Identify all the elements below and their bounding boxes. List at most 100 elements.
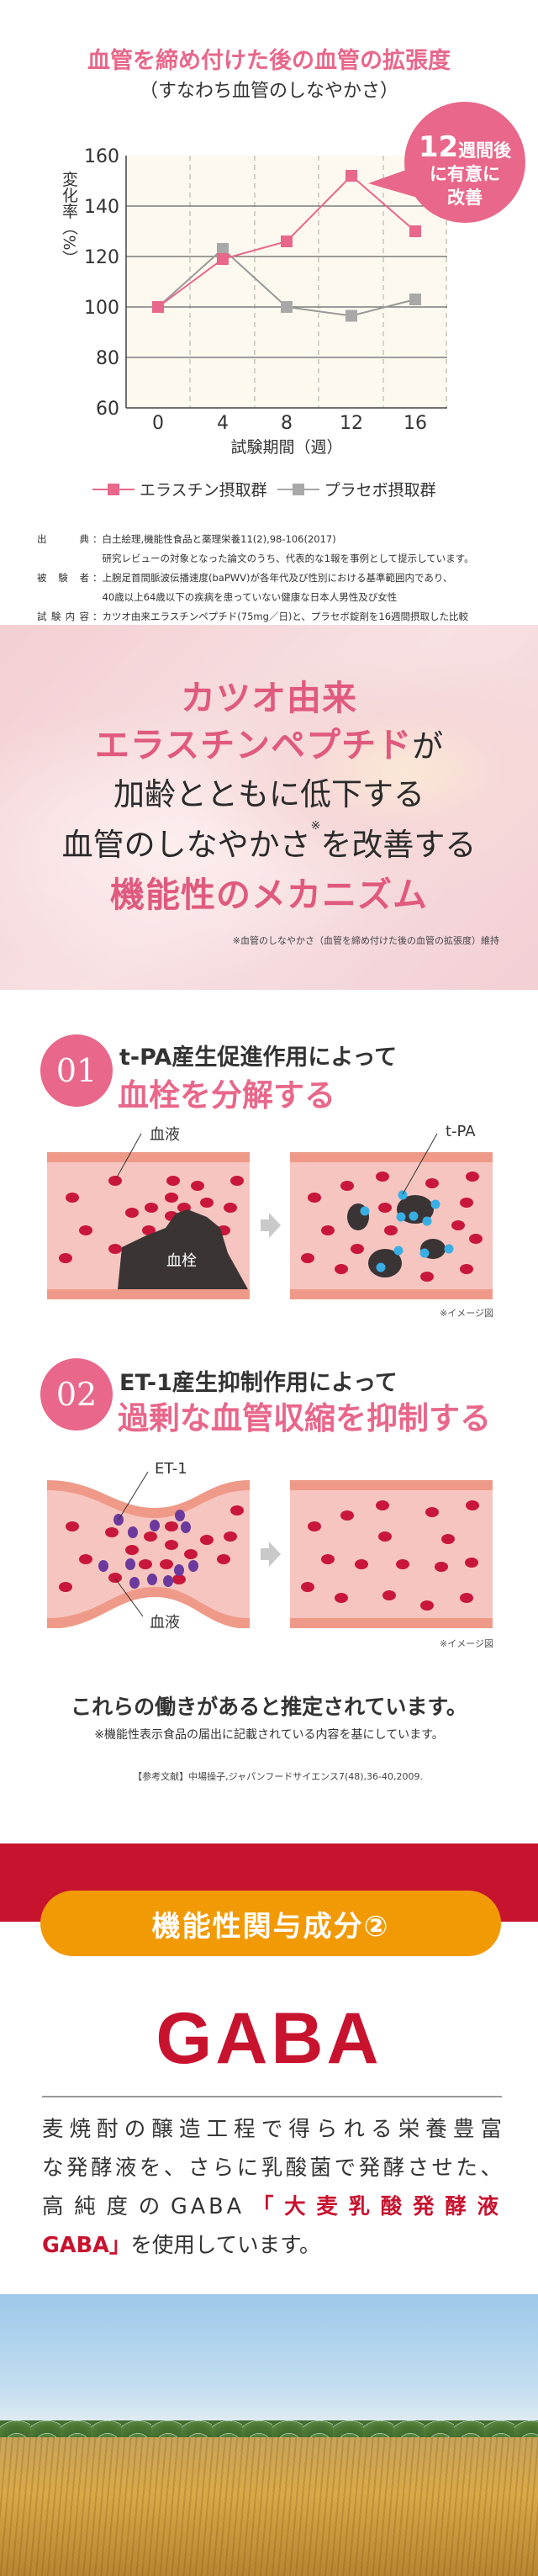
red-blood-cell [301, 1253, 314, 1263]
red-blood-cell [425, 1507, 439, 1517]
label-clot: 血栓 [166, 1252, 197, 1270]
x-axis-label: 試験期間（週） [230, 438, 342, 457]
callout-number: 12 [419, 130, 458, 164]
red-blood-cell [66, 1193, 79, 1203]
note-key: 試験内容 [37, 611, 89, 622]
mechanism-number-02: 02 [40, 1358, 113, 1431]
label-blood: 血液 [150, 1126, 180, 1144]
red-blood-cell [301, 1582, 314, 1592]
tpa-molecule [422, 1216, 432, 1226]
red-blood-cell [384, 1225, 398, 1235]
arrow-right-icon [261, 1542, 281, 1567]
data-point-placebo [281, 301, 293, 313]
red-blood-cell [59, 1253, 72, 1263]
y-axis-label: 変化率（%） [60, 171, 78, 266]
red-blood-cell [451, 1220, 465, 1230]
y-tick-label: 160 [84, 146, 119, 167]
et1-molecule [150, 1520, 160, 1531]
leader-line [402, 1133, 438, 1195]
red-blood-cell [217, 1554, 230, 1564]
legend-marker-placebo [277, 483, 319, 495]
hero-line-3: 加齢とともに低下する [113, 776, 425, 812]
et1-molecule [128, 1526, 138, 1538]
vessel-wall [290, 1152, 493, 1162]
red-blood-cell [378, 1531, 392, 1542]
ingredient-badge: 機能性関与成分② [40, 1891, 501, 1956]
note-text: ：カツオ由来エラスチンペプチド(75mg／日)と、プラセボ錠剤を16週間摂取した… [92, 611, 469, 622]
et1-molecule [129, 1577, 140, 1589]
vessel-wall [47, 1289, 250, 1299]
data-point-elastin [281, 235, 293, 247]
mechanism-01-line1: t-PA産生促進作用によって [119, 1045, 398, 1071]
x-tick-label: 12 [340, 413, 363, 434]
conclusion-note: ※機能性表示食品の届出に記載されている内容を基にしています。 [94, 1728, 444, 1742]
data-point-elastin [217, 253, 229, 265]
barley-field-photo [0, 2294, 538, 2576]
note-text: ：上腕足首間脈波伝播速度(baPWV)が各年代及び性別における基準範囲内であり、 [92, 572, 453, 584]
vessel-wall [290, 1480, 493, 1490]
chart-title: 血管を締め付けた後の血管の拡張度 [87, 48, 451, 74]
red-blood-cell [460, 1264, 473, 1274]
red-blood-cell [230, 1176, 244, 1186]
hero-footnote-mark: ※ [310, 819, 321, 833]
red-blood-cell [125, 1208, 139, 1218]
mechanism-02-line1: ET-1産生抑制作用によって [119, 1370, 398, 1396]
label-et1: ET-1 [155, 1460, 187, 1478]
red-blood-cell [108, 1176, 122, 1186]
x-tick-label: 4 [217, 413, 229, 434]
red-blood-cell [308, 1193, 321, 1203]
legend-label-placebo: プラセボ摂取群 [324, 481, 436, 500]
red-blood-cell [200, 1198, 214, 1208]
tpa-molecule [360, 1206, 370, 1216]
callout-line-1: 12週間後 [419, 130, 512, 164]
body-line-1: 麦焼酎の醸造工程で得られる栄養豊富 [42, 2117, 502, 2142]
conclusion-statement: これらの働きがあると推定されています。 [71, 1695, 467, 1719]
tpa-molecule [393, 1246, 404, 1256]
red-blood-cell [321, 1225, 335, 1235]
y-tick-label: 120 [84, 247, 119, 268]
red-blood-cell [79, 1554, 92, 1564]
vessel-wall [290, 1289, 493, 1299]
mechanism-02-line2: 過剰な血管収縮を抑制する [118, 1400, 491, 1436]
image-note: ※イメージ図 [440, 1638, 493, 1649]
red-blood-cell [466, 1500, 479, 1510]
et1-molecule [98, 1560, 108, 1572]
mechanism-01-line2: 血栓を分解する [118, 1077, 335, 1113]
red-blood-cell [376, 1500, 389, 1510]
red-blood-cell [125, 1545, 139, 1555]
red-blood-cell [460, 1593, 473, 1603]
red-blood-cell [460, 1198, 473, 1208]
x-tick-label: 16 [404, 413, 427, 434]
red-blood-cell [469, 1234, 483, 1244]
image-note: ※イメージ図 [440, 1308, 493, 1319]
data-point-placebo [217, 243, 229, 255]
hero-line-1: カツオ由来 [181, 678, 357, 718]
red-blood-cell [142, 1225, 156, 1235]
body-line-4: GABA」を使用しています。 [42, 2228, 502, 2259]
red-blood-cell [108, 1244, 122, 1254]
callout-weeks: 週間後 [458, 140, 512, 161]
red-blood-cell [108, 1573, 122, 1583]
thrombus-diagram [47, 1133, 493, 1299]
red-blood-cell [184, 1549, 198, 1559]
hero-line-2-tail: が [412, 728, 444, 764]
leader-line [116, 1133, 142, 1178]
red-blood-cell [165, 1521, 178, 1531]
red-blood-cell [378, 1203, 392, 1213]
et1-molecule [125, 1558, 135, 1570]
clot-fragment [397, 1195, 434, 1224]
note-text: ：白土絵理,機能性食品と薬理栄養11(2),98-106(2017) [92, 533, 336, 545]
red-blood-cell [435, 1562, 448, 1572]
red-blood-cell [308, 1521, 321, 1531]
note-key: 被験者 [37, 572, 89, 584]
red-blood-cell [160, 1559, 173, 1569]
mechanism-number-01: 01 [40, 1034, 113, 1107]
red-blood-cell [191, 1181, 204, 1191]
red-blood-cell [420, 1272, 434, 1282]
body-line-4a: GABA」 [42, 2233, 131, 2258]
label-tpa: t-PA [446, 1123, 476, 1140]
legend-marker-elastin [92, 483, 134, 495]
callout-bubble [404, 102, 525, 223]
data-point-elastin [409, 225, 421, 237]
y-tick-label: 80 [96, 348, 119, 369]
